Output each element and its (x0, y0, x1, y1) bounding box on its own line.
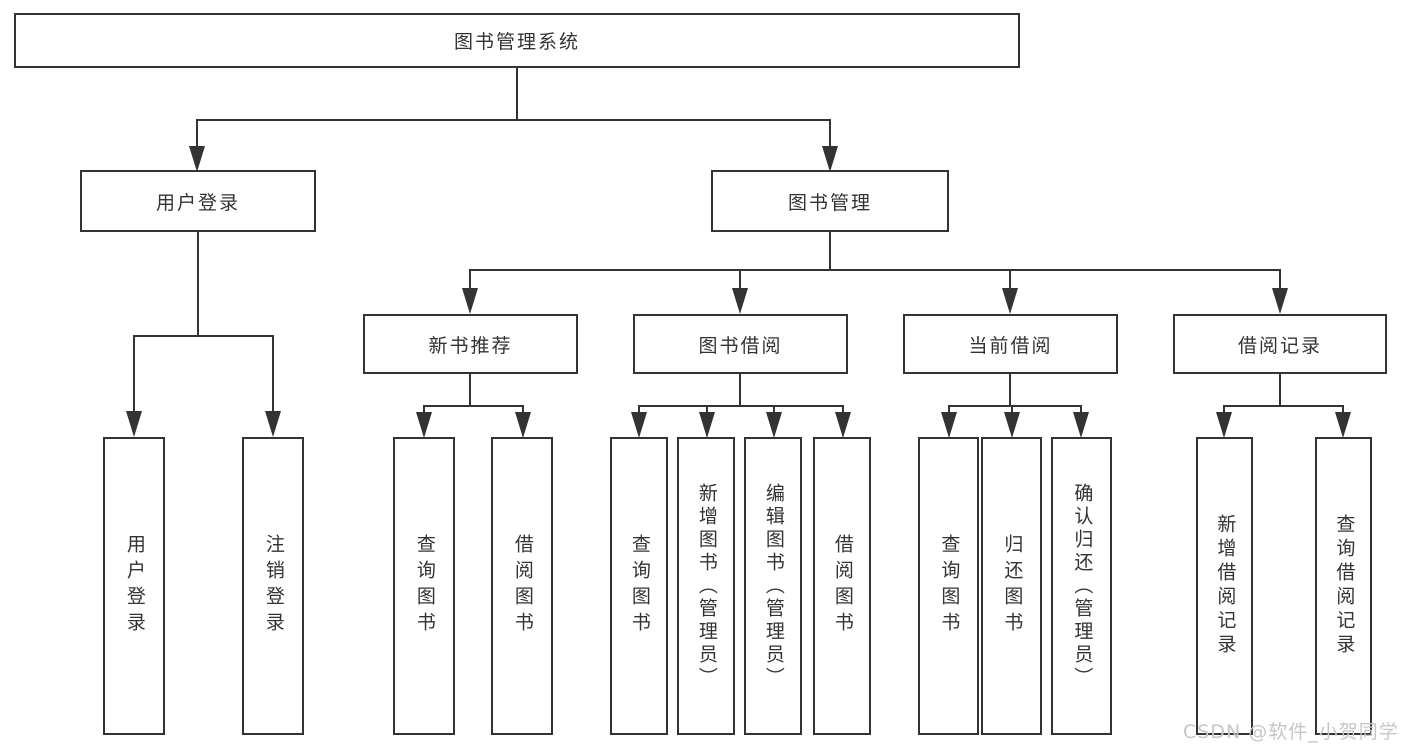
arrowhead-rec-borrow (515, 412, 531, 438)
leaf-bb-edit-book-admin: 编辑图书（管理员） (744, 437, 802, 735)
connector-borrow-record-splitter (1223, 405, 1343, 407)
leaf-br-add-record: 新增借阅记录 (1196, 437, 1253, 735)
leaf-cb-return-book-label: 归还图书 (1001, 534, 1024, 638)
leaf-rec-query-book: 查询图书 (393, 437, 455, 735)
connector-level2-splitter (196, 119, 831, 121)
connector-drop-rec-borrow (522, 405, 524, 414)
connector-drop-book-management (829, 119, 831, 148)
connector-drop-book-borrow (739, 269, 741, 290)
arrowhead-new-book-recommend (462, 288, 478, 314)
node-borrow-record-label: 借阅记录 (1237, 334, 1322, 357)
connector-drop-br-add (1223, 405, 1225, 414)
connector-level3-splitter (469, 269, 1281, 271)
leaf-bb-query-book-label: 查询图书 (628, 534, 651, 638)
leaf-rec-borrow-book: 借阅图书 (491, 437, 553, 735)
leaf-logout-login: 注销登录 (242, 437, 304, 735)
arrowhead-cb-confirm (1073, 412, 1089, 438)
connector-current-borrow-splitter (948, 405, 1081, 407)
node-current-borrow: 当前借阅 (903, 314, 1118, 374)
leaf-bb-add-book-admin-label: 新增图书（管理员） (695, 482, 718, 690)
connector-current-borrow-trunk (1009, 374, 1011, 407)
connector-drop-borrow-record (1279, 269, 1281, 290)
watermark: CSDN @软件_小贺同学 (1183, 721, 1399, 743)
connector-book-borrow-trunk (739, 374, 741, 407)
connector-drop-bb-borrow (842, 405, 844, 414)
node-user-login-label: 用户登录 (155, 191, 240, 214)
leaf-br-query-record-label: 查询借阅记录 (1333, 514, 1356, 658)
arrowhead-bb-borrow (835, 412, 851, 438)
leaf-br-add-record-label: 新增借阅记录 (1214, 514, 1237, 658)
leaf-user-login: 用户登录 (103, 437, 165, 735)
node-user-login: 用户登录 (80, 170, 316, 232)
connector-new-book-recommend-trunk (469, 374, 471, 407)
arrowhead-bb-add (699, 412, 715, 438)
node-borrow-record: 借阅记录 (1173, 314, 1387, 374)
node-library-system-label: 图书管理系统 (453, 31, 580, 53)
arrowhead-bb-query (631, 412, 647, 438)
node-book-borrow-label: 图书借阅 (698, 334, 783, 357)
leaf-user-login-label: 用户登录 (123, 534, 146, 638)
arrowhead-borrow-record (1272, 288, 1288, 314)
connector-drop-rec-query (423, 405, 425, 414)
arrowhead-br-add (1216, 412, 1232, 438)
connector-book-borrow-splitter (638, 405, 844, 407)
arrowhead-cb-return (1004, 412, 1020, 438)
connector-drop-bb-query (638, 405, 640, 414)
node-current-borrow-label: 当前借阅 (968, 334, 1053, 357)
leaf-bb-borrow-book: 借阅图书 (813, 437, 871, 735)
connector-drop-bb-add (706, 405, 708, 414)
leaf-cb-return-book: 归还图书 (981, 437, 1042, 735)
connector-root-trunk (516, 68, 518, 121)
arrowhead-current-borrow (1002, 288, 1018, 314)
node-book-management: 图书管理 (711, 170, 949, 232)
leaf-bb-query-book: 查询图书 (610, 437, 668, 735)
connector-drop-cb-query (948, 405, 950, 414)
connector-drop-br-query (1342, 405, 1344, 414)
connector-user-login-splitter (133, 335, 274, 337)
arrowhead-leaf-user-login (126, 411, 142, 437)
connector-drop-leaf-logout (272, 335, 274, 413)
connector-drop-cb-return (1011, 405, 1013, 414)
leaf-br-query-record: 查询借阅记录 (1315, 437, 1372, 735)
leaf-cb-confirm-return-admin-label: 确认归还（管理员） (1071, 482, 1094, 690)
leaf-rec-query-book-label: 查询图书 (413, 534, 436, 638)
arrowhead-bb-edit (766, 412, 782, 438)
arrowhead-book-management (822, 146, 838, 172)
node-new-book-recommend: 新书推荐 (363, 314, 578, 374)
connector-new-book-recommend-splitter (423, 405, 524, 407)
arrowhead-br-query (1335, 412, 1351, 438)
arrowhead-leaf-logout (265, 411, 281, 437)
arrowhead-user-login (189, 146, 205, 172)
connector-drop-user-login (196, 119, 198, 148)
leaf-cb-confirm-return-admin: 确认归还（管理员） (1051, 437, 1112, 735)
connector-borrow-record-trunk (1279, 374, 1281, 407)
node-new-book-recommend-label: 新书推荐 (428, 334, 513, 357)
connector-drop-bb-edit (773, 405, 775, 414)
leaf-cb-query-book-label: 查询图书 (938, 534, 961, 638)
connector-book-management-trunk (829, 232, 831, 271)
connector-drop-leaf-user-login (133, 335, 135, 413)
node-book-management-label: 图书管理 (787, 191, 872, 214)
leaf-bb-add-book-admin: 新增图书（管理员） (677, 437, 735, 735)
connector-drop-current-borrow (1009, 269, 1011, 290)
node-book-borrow: 图书借阅 (633, 314, 848, 374)
leaf-bb-borrow-book-label: 借阅图书 (831, 534, 854, 638)
connector-user-login-trunk (197, 232, 199, 337)
arrowhead-rec-query (416, 412, 432, 438)
connector-drop-cb-confirm (1080, 405, 1082, 414)
node-library-system: 图书管理系统 (14, 13, 1020, 68)
connector-drop-new-book-recommend (469, 269, 471, 290)
leaf-logout-login-label: 注销登录 (262, 534, 285, 638)
leaf-rec-borrow-book-label: 借阅图书 (511, 534, 534, 638)
arrowhead-cb-query (941, 412, 957, 438)
leaf-bb-edit-book-admin-label: 编辑图书（管理员） (762, 482, 785, 690)
arrowhead-book-borrow (732, 288, 748, 314)
leaf-cb-query-book: 查询图书 (918, 437, 979, 735)
